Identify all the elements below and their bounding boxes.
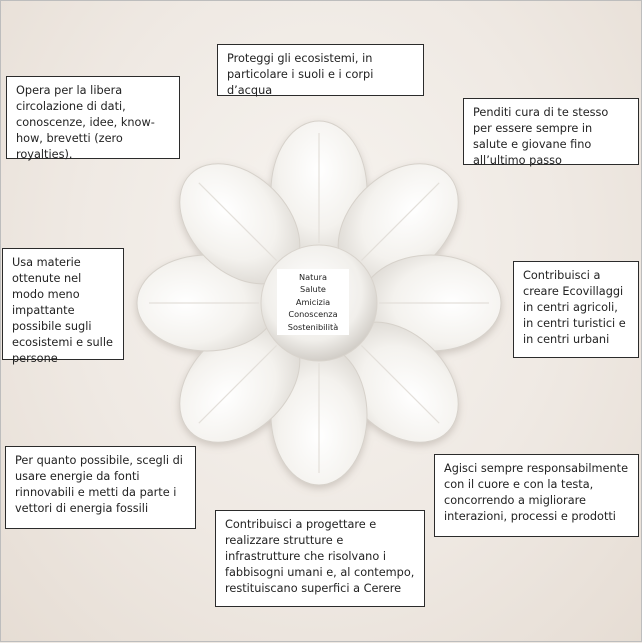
center-word-salute: Salute [300,284,326,295]
text-box-bottom: Contribuisci a progettare e realizzare s… [215,510,425,607]
center-word-sostenibilita: Sostenibilità [287,321,339,332]
petal-crease-top-right [360,182,440,262]
petal-crease-bottom-right [360,344,440,424]
center-word-amicizia: Amicizia [295,296,331,307]
center-word-conoscenza: Conoscenza [288,309,338,320]
text-box-right: Contribuisci a creare Ecovillaggi in cen… [513,261,639,358]
text-box-top-right: Penditi cura di te stesso per essere sem… [463,98,639,167]
text-box-top: Proteggi gli ecosistemi, in particolare … [217,44,424,97]
text-box-left: Usa materie ottenute nel modo meno impat… [2,248,124,365]
center-keywords: Natura Salute Amicizia Conoscenza Sosten… [277,269,349,336]
text-box-top-left: Opera per la libera circolazione di dati… [6,76,180,161]
petal-crease-bottom-left [198,344,278,424]
text-box-bottom-left: Per quanto possibile, scegli di usare en… [5,446,196,529]
center-word-natura: Natura [299,272,327,282]
petal-crease-top-left [198,182,278,262]
text-box-bottom-right: Agisci sempre responsabilmente con il cu… [434,454,639,537]
